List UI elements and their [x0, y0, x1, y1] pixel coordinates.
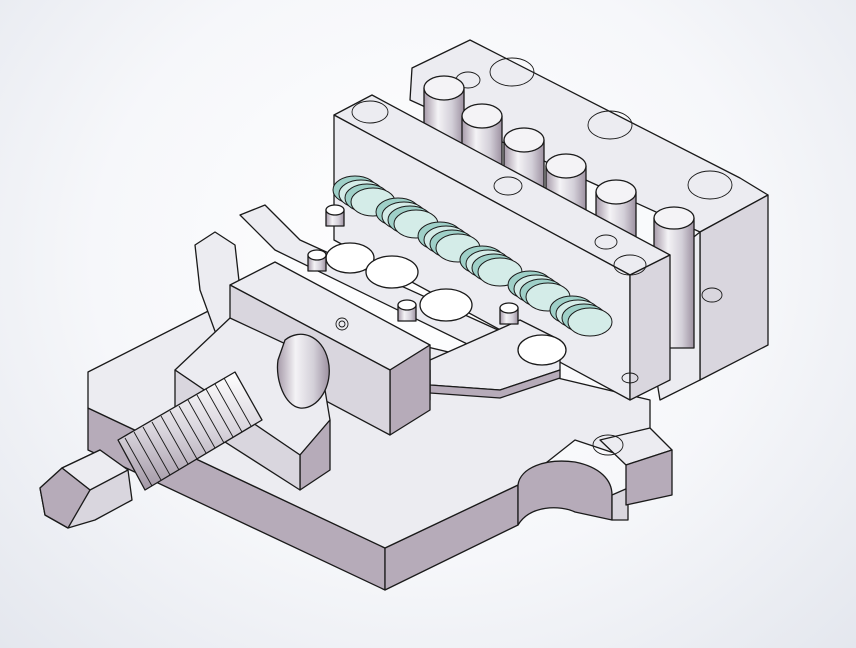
dowel-pin-icon: [307, 204, 519, 325]
spring-icon: [332, 175, 613, 337]
screw-icon: [117, 371, 263, 491]
hex-head-icon: [39, 449, 133, 529]
carrier-plate-icon: [239, 204, 567, 399]
